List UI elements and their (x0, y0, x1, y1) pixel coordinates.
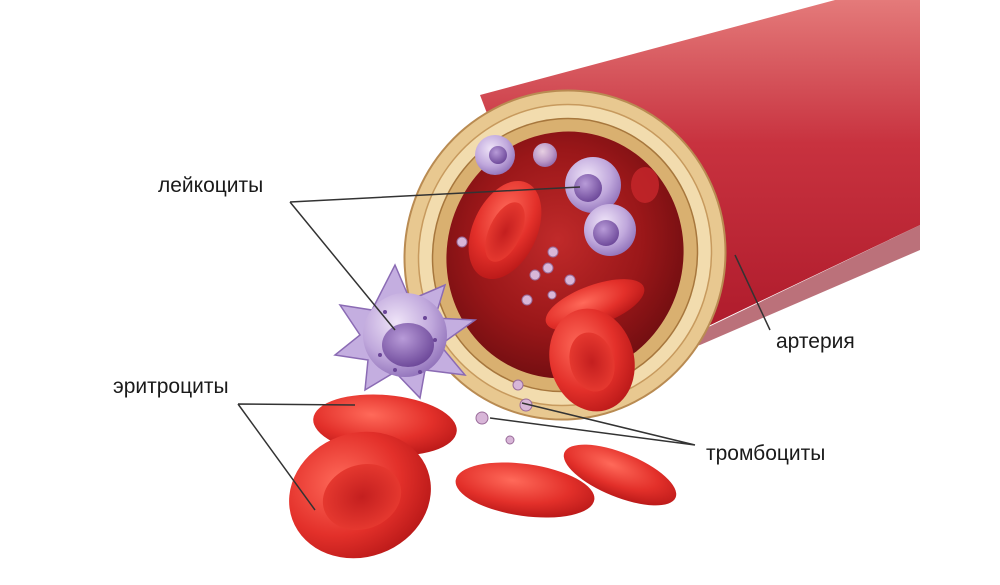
erythrocyte-leader (237, 403, 356, 511)
erythrocytes-label: эритроциты (113, 375, 229, 398)
leukocyte-inner-4-nucleus (489, 146, 507, 164)
artery-label: артерия (776, 330, 855, 353)
thrombocyte-leader (489, 402, 696, 446)
leukocyte-inner-2-nucleus (593, 220, 619, 246)
erythrocyte-outer-2-center (322, 463, 402, 531)
thrombocytes-outer (475, 379, 533, 445)
leader-lines (237, 186, 771, 511)
leukocyte-leader (289, 186, 581, 331)
erythrocyte-inner-2 (631, 167, 659, 203)
erythrocyte-outer-3 (455, 462, 595, 518)
thrombocytes-inner (456, 236, 576, 306)
leukocyte-inner-1-nucleus (574, 174, 602, 202)
erythrocyte-outer-4 (563, 444, 677, 506)
artery-leader (734, 254, 771, 331)
erythrocyte-exiting-2-center (569, 332, 615, 392)
leukocyte-inner-3 (533, 143, 557, 167)
artery-tube-shade (640, 225, 920, 360)
thrombocytes-label: тромбоциты (706, 442, 826, 465)
erythrocyte-inner-1-center (485, 202, 525, 262)
leukocytes-label: лейкоциты (158, 174, 264, 197)
leukocyte-outer (333, 263, 478, 400)
